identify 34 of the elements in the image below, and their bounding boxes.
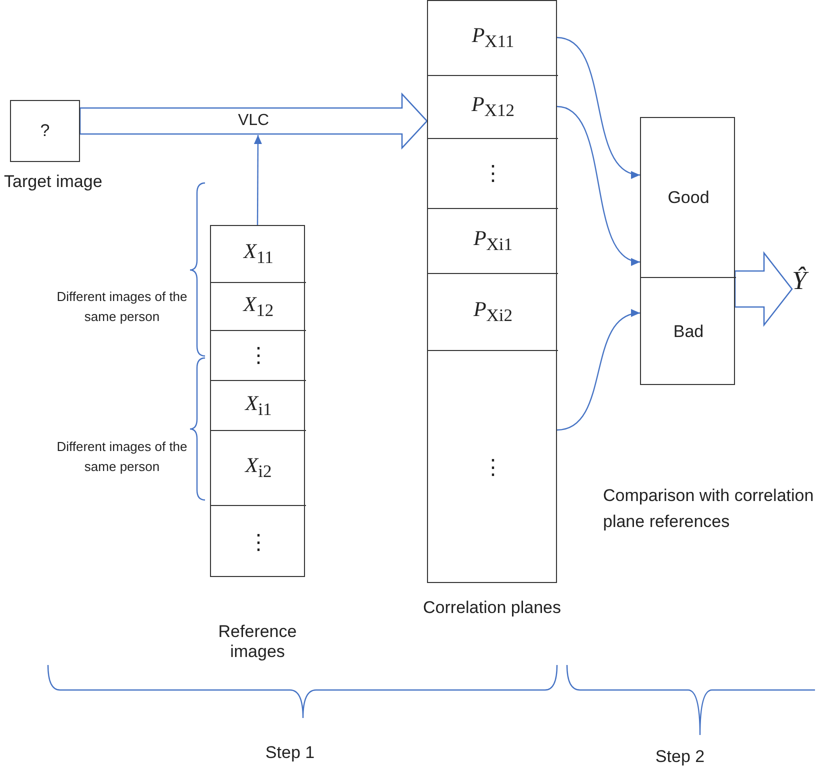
curved-arrow xyxy=(556,106,640,264)
box-label: Bad xyxy=(673,322,704,342)
brace-note: Different images of the same person xyxy=(56,288,188,326)
cell-label: P$_{Xi2}$ xyxy=(473,297,513,327)
step-label: Step 1 xyxy=(264,742,316,764)
cell-label: P$_{X12}$ xyxy=(472,92,514,122)
curved-arrow xyxy=(556,36,640,177)
box-label: Good xyxy=(668,188,710,208)
reference-image-stack xyxy=(210,225,305,577)
arrow xyxy=(254,135,262,225)
cell-label: ⋮ xyxy=(248,343,269,368)
node-label: Target image xyxy=(4,172,104,192)
cell-label: X$_{12}$ xyxy=(243,292,274,322)
cell-label: X$_{11}$ xyxy=(244,239,274,269)
node-label: Correlation planes xyxy=(422,598,562,618)
step-label: Step 2 xyxy=(654,746,706,768)
brace-note: Different images of the same person xyxy=(56,438,188,476)
cell-label: ⋮ xyxy=(482,455,504,480)
block-arrow xyxy=(734,251,793,327)
box-label: ? xyxy=(40,121,50,141)
target-image-box xyxy=(10,100,80,162)
curved-arrow xyxy=(556,310,640,431)
note: Comparison with correlation plane references xyxy=(603,485,815,534)
decision-box xyxy=(640,117,735,385)
node-label: Reference images xyxy=(217,622,298,662)
cell-label: X$_{i1}$ xyxy=(245,390,272,420)
output-symbol: Ŷ xyxy=(792,266,818,306)
cell-label: ⋮ xyxy=(482,161,504,186)
cell-label: P$_{Xi1}$ xyxy=(473,226,513,256)
cell-label: ⋮ xyxy=(248,530,269,554)
block-arrow xyxy=(79,92,428,150)
cell-label: X$_{i2}$ xyxy=(245,453,272,483)
cell-label: P$_{X11}$ xyxy=(472,23,514,53)
correlation-plane-stack xyxy=(427,0,557,583)
